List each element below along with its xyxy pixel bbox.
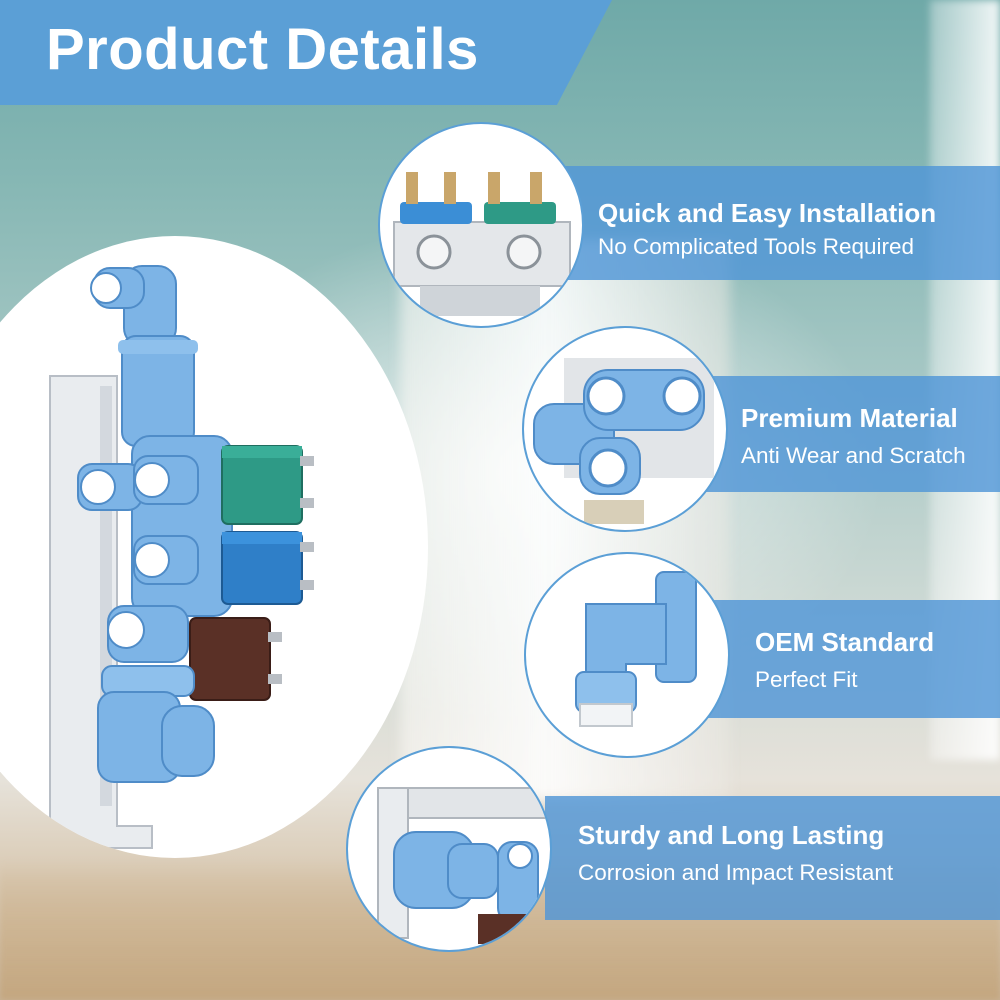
feature-title-oem: OEM Standard (755, 627, 935, 657)
feature-image-bracket (346, 746, 552, 952)
feature-subtitle-durability: Corrosion and Impact Resistant (578, 860, 894, 885)
feature-image-elbow (524, 552, 730, 758)
feature-band-oem (700, 600, 1000, 718)
feature-title-installation: Quick and Easy Installation (598, 198, 937, 228)
feature-title-durability: Sturdy and Long Lasting (578, 820, 885, 850)
feature-title-material: Premium Material (741, 403, 958, 433)
header-banner (0, 0, 612, 105)
feature-subtitle-oem: Perfect Fit (755, 667, 858, 692)
feature-band-material (700, 376, 1000, 492)
feature-subtitle-installation: No Complicated Tools Required (598, 234, 914, 259)
feature-image-ports (522, 326, 728, 532)
page-title: Product Details (46, 17, 479, 82)
feature-subtitle-material: Anti Wear and Scratch (741, 443, 966, 468)
feature-image-terminals (378, 122, 584, 328)
product-image-circle (0, 236, 428, 858)
feature-band-durability (545, 796, 1000, 920)
water-valve-illustration (19, 265, 314, 849)
feature-band-installation (560, 166, 1000, 280)
